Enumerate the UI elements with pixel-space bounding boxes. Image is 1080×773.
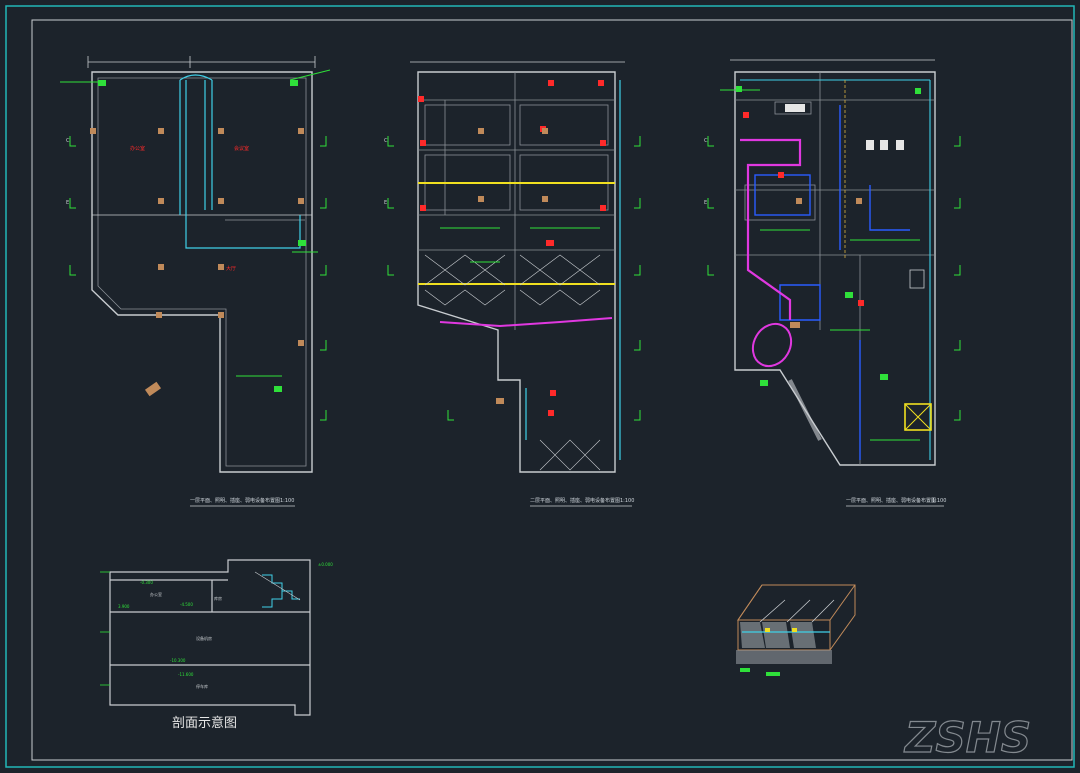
- plan-middle: C E 二层平面、照明、插座、弱电设备布置图 1:100: [384, 61, 641, 507]
- section-level-3: -10.300: [170, 658, 186, 663]
- plan-middle-caption: 二层平面、照明、插座、弱电设备布置图: [530, 497, 620, 504]
- section-level-4: -11.600: [178, 672, 194, 677]
- axis-e-middle: E: [384, 200, 387, 206]
- axis-e-left: E: [66, 200, 69, 206]
- section-level-1: -0.300: [140, 580, 153, 585]
- room-label-b: 会议室: [234, 145, 249, 152]
- axis-e-right: E: [704, 200, 707, 206]
- section-room-1: 办公室: [150, 591, 162, 597]
- plan-left-scale: 1:100: [280, 498, 294, 504]
- section-title: 剖面示意图: [172, 715, 237, 731]
- plan-right-caption: 一层平面、照明、插座、弱电设备布置图: [846, 497, 936, 504]
- axis-c-middle: C: [384, 138, 388, 144]
- isometric-tank-diagram: [736, 584, 856, 676]
- plan-left-caption: 一层平面、照明、插座、弱电设备布置图: [190, 497, 280, 504]
- room-label-a: 办公室: [130, 145, 145, 152]
- section-level-6: 3.900: [118, 604, 130, 609]
- plan-right-scale: 1:100: [932, 498, 946, 504]
- outer-frame: [5, 5, 1075, 768]
- section-level-5: ±0.000: [318, 562, 333, 567]
- inner-frame: [31, 19, 1073, 761]
- section-diagram: -0.300 -4.500 -10.300 -11.600 ±0.000 3.9…: [100, 559, 333, 731]
- plan-middle-scale: 1:100: [620, 498, 634, 504]
- section-level-2: -4.500: [180, 602, 193, 607]
- axis-c-right: C: [704, 138, 708, 144]
- axis-c-left: C: [66, 138, 70, 144]
- watermark: ZSHS: [903, 713, 1031, 762]
- section-room-2: 库房: [214, 595, 222, 601]
- plan-right: C E 一层平面、照明、插座、弱电设备布置图 1:100: [704, 59, 961, 507]
- section-room-3: 设备机房: [196, 635, 212, 641]
- section-room-4: 停车库: [196, 683, 208, 689]
- room-label-c: 大厅: [226, 265, 236, 272]
- plan-left: 办公室 会议室 大厅 C E 一层平面、照明、插座、弱电设备布置图 1:100: [60, 56, 331, 507]
